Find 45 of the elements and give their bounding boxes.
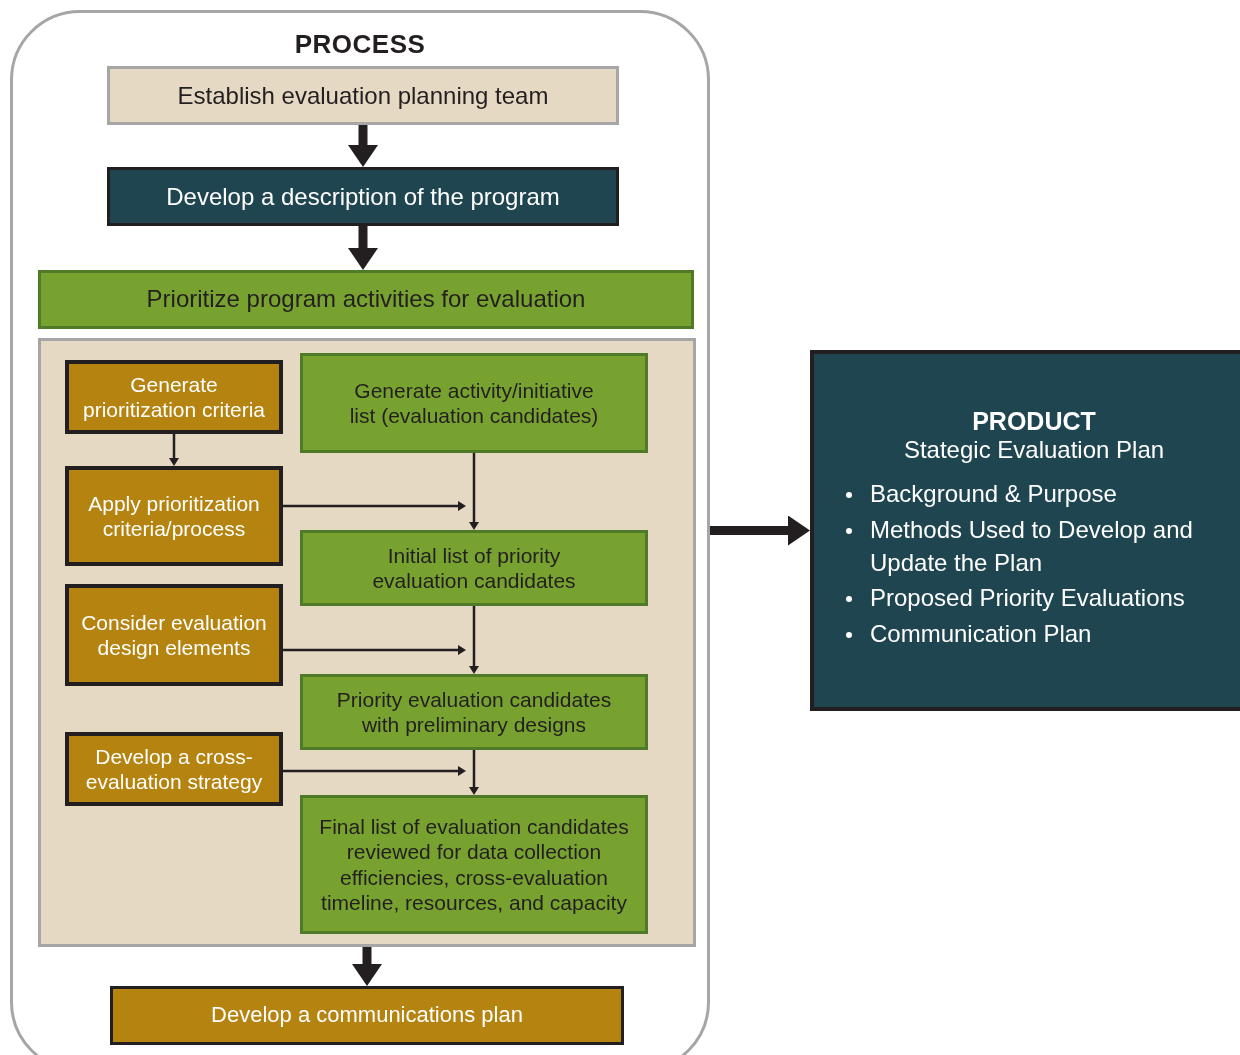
block-arrow [348, 125, 378, 167]
product-heading: PRODUCT [971, 406, 1097, 436]
bullet-item: Methods Used to Develop and Update the Plan [870, 514, 1194, 578]
process-box [300, 795, 648, 934]
process-box [65, 466, 283, 566]
process-box [300, 674, 648, 750]
box-label: Generate prioritization criteria [81, 371, 267, 423]
process-box [107, 167, 619, 226]
box-label: Prioritize program activities for evaluation [146, 285, 586, 314]
bullet-item: Proposed Priority Evaluations [870, 583, 1186, 614]
box-label: Develop a communications plan [211, 1002, 523, 1029]
process-box [300, 530, 648, 606]
box-label: Initial list of priority evaluation candidates [371, 542, 577, 594]
process-box [300, 353, 648, 453]
box-label: Develop a cross-evaluation strategy [84, 743, 264, 795]
box-label: Apply prioritization criteria/process [87, 490, 261, 542]
bullet-item: Background & Purpose [870, 478, 1118, 509]
process-box [65, 732, 283, 806]
sub-process-panel [38, 338, 696, 947]
process-box [110, 986, 624, 1045]
arrow [283, 766, 466, 776]
box-label: Consider evaluation design elements [80, 609, 268, 661]
arrow [469, 750, 479, 795]
product-box [810, 350, 1240, 711]
process-box [107, 66, 619, 125]
box-label: Establish evaluation planning team [177, 81, 549, 110]
process-box [38, 270, 694, 329]
arrow [283, 645, 466, 655]
process-box [65, 360, 283, 434]
arrow [169, 434, 179, 466]
process-box [65, 584, 283, 686]
block-arrow [352, 947, 382, 986]
arrow [469, 453, 479, 530]
arrow [283, 501, 466, 511]
bullet-item: Communication Plan [870, 619, 1093, 650]
section-title: PROCESS [294, 29, 426, 60]
box-label: Final list of evaluation candidates reviewed for data collection efficiencies, cross-evaluation timeline, resources, and capacity [318, 814, 630, 915]
block-arrow [348, 226, 378, 270]
arrow [469, 606, 479, 674]
box-label: Priority evaluation candidates with preliminary designs [335, 686, 613, 738]
box-label: Generate activity/initiative list (evaluation candidates) [349, 377, 599, 429]
box-label: Develop a description of the program [166, 182, 560, 211]
block-arrow [710, 515, 810, 546]
plan-title: Stategic Evaluation Plan [902, 435, 1166, 464]
process-container [10, 10, 710, 1055]
